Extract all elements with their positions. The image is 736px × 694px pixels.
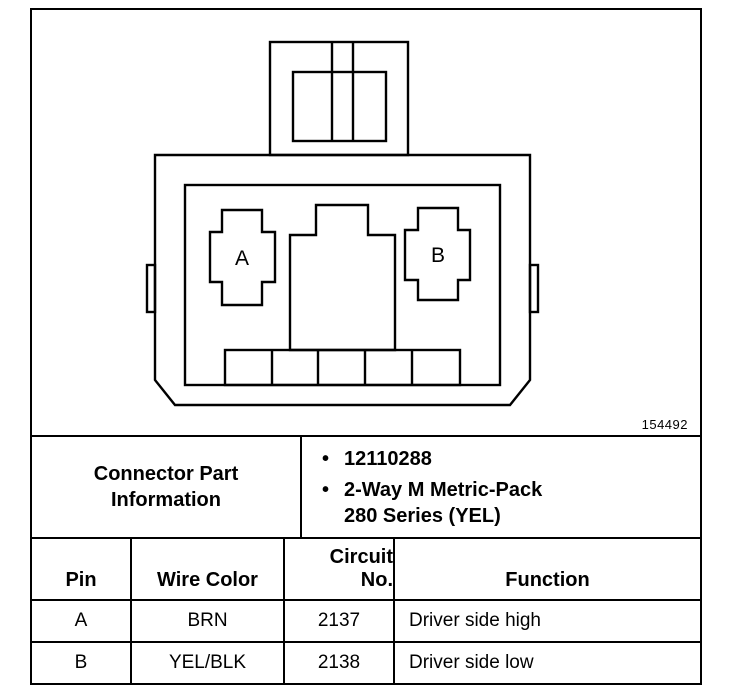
part-series-text: 2-Way M Metric-Pack 280 Series (YEL) (344, 478, 543, 527)
figure-number: 154492 (641, 417, 688, 432)
part-number-text: 12110288 (344, 447, 432, 470)
header-circuit-line1: Circuit (329, 546, 393, 568)
bullet-icon: • (322, 447, 330, 470)
pin-table: Pin Wire Color Circuit No. Function A BR… (32, 537, 700, 683)
connector-diagram: A B (145, 40, 540, 407)
connector-figure: A B 154492 (32, 10, 700, 435)
row-a-function: Driver side high (395, 599, 700, 641)
row-b-wire-color: YEL/BLK (132, 641, 285, 683)
part-number-item: • 12110288 (322, 446, 700, 472)
center-column (288, 203, 397, 352)
row-a-circuit: 2137 (285, 599, 395, 641)
header-function: Function (395, 537, 700, 599)
right-notch (528, 263, 540, 314)
pin-b-cavity (403, 206, 472, 302)
row-b-circuit: 2138 (285, 641, 395, 683)
header-pin: Pin (32, 537, 132, 599)
manual-page: A B 154492 Connector Part Information • … (30, 8, 702, 685)
tab-inner (291, 70, 388, 143)
part-info-label-cell: Connector Part Information (32, 437, 302, 537)
header-circuit-no: Circuit No. (285, 537, 395, 599)
row-b-pin: B (32, 641, 132, 683)
row-b-function: Driver side low (395, 641, 700, 683)
body-outline (153, 153, 532, 407)
header-circuit-line2: No. (360, 569, 393, 591)
left-notch (145, 263, 157, 314)
row-a-pin: A (32, 599, 132, 641)
tab-outer (268, 40, 410, 157)
bottom-strip (223, 348, 462, 387)
part-info-title: Connector Part Information (93, 463, 239, 511)
pin-a-label: A (235, 247, 249, 270)
part-series-item: • 2-Way M Metric-Pack 280 Series (YEL) (322, 477, 700, 529)
body-inner (183, 183, 502, 387)
part-info-row: Connector Part Information • 12110288 • … (32, 435, 700, 537)
pin-a-cavity (208, 208, 277, 307)
bullet-icon: • (322, 478, 330, 501)
header-wire-color: Wire Color (132, 537, 285, 599)
row-a-wire-color: BRN (132, 599, 285, 641)
pin-b-label: B (431, 244, 445, 267)
part-info-bullets: • 12110288 • 2-Way M Metric-Pack 280 Ser… (302, 437, 700, 537)
